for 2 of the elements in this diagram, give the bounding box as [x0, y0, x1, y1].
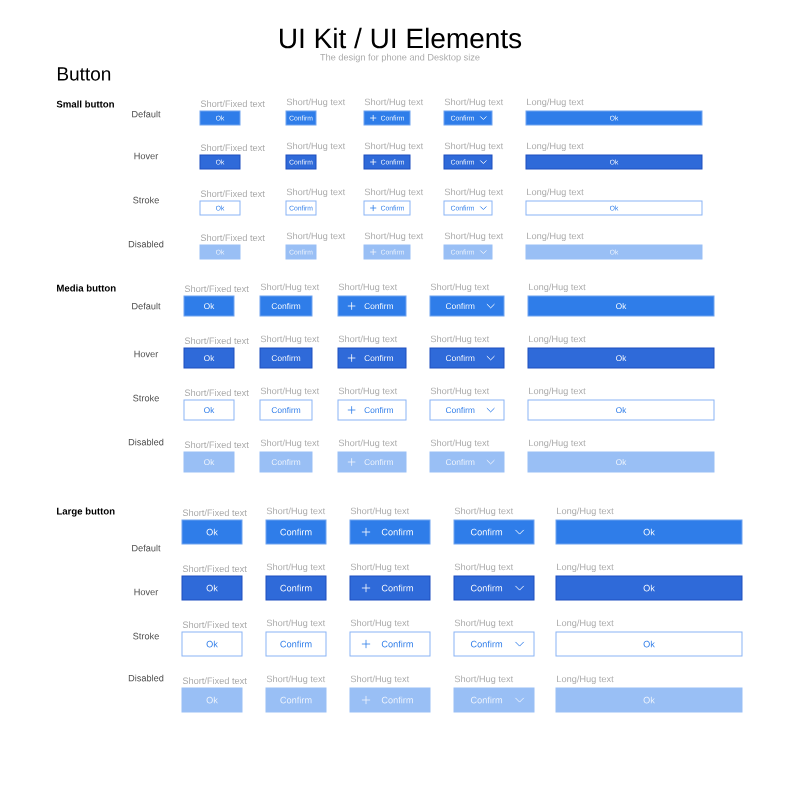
title: UI Kit / UI Elements [280, 27, 522, 49]
section-heading: Button [57, 67, 111, 81]
